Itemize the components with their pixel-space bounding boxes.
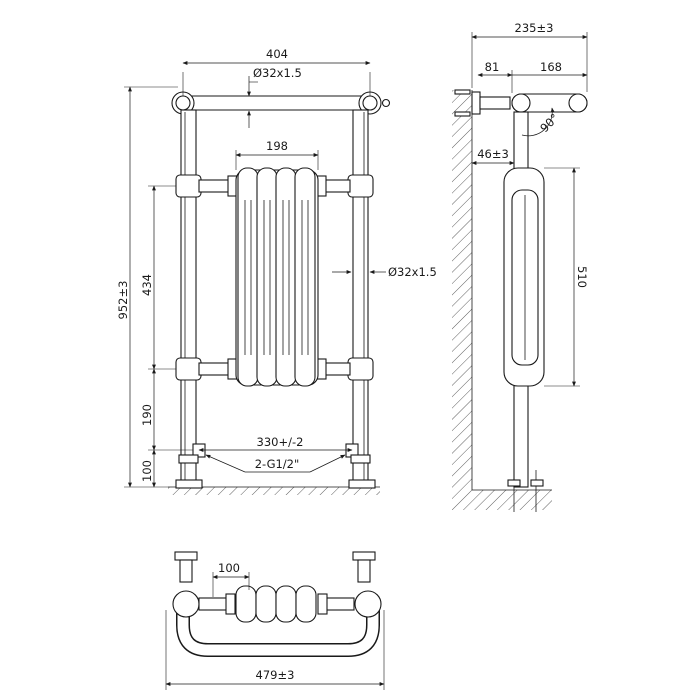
dim-overall-height: 952±3	[116, 281, 130, 320]
dim-valve-centres: 330+/-2	[257, 435, 304, 449]
dim-lower-rail-height: 190	[140, 404, 154, 426]
plan-left-flange	[174, 551, 198, 561]
dim-rail-projection: 168	[540, 60, 562, 74]
plan-radiator-columns	[235, 585, 317, 623]
upper-left-tee	[175, 174, 202, 198]
bracket-arm	[479, 96, 511, 110]
dim-bracket-depth: 81	[485, 60, 500, 74]
radiator-columns	[235, 167, 319, 387]
dim-connection: 2-G1/2"	[255, 457, 300, 471]
lower-left-tee	[175, 357, 202, 381]
front-view: 404 Ø32x1.5 198 Ø32x1.5 952±3 434 190 10…	[116, 47, 437, 495]
dim-radiator-height-side: 510	[575, 266, 589, 288]
front-floor	[168, 487, 380, 495]
dim-pipe-top: Ø32x1.5	[253, 66, 302, 80]
dim-section-height: 434	[140, 274, 154, 296]
lower-right-tee	[347, 357, 374, 381]
top-towel-rail	[181, 95, 377, 111]
dim-valve-height: 100	[140, 460, 154, 482]
side-view: 235±3 81 168 90° 46±3 510	[452, 21, 589, 512]
dim-plan-section: 100	[218, 561, 240, 575]
upper-right-tee	[347, 174, 374, 198]
right-leg	[352, 109, 369, 483]
wall	[452, 90, 472, 490]
wall-bracket-plate	[471, 91, 481, 115]
air-vent	[381, 98, 391, 108]
dim-plan-width: 479±3	[256, 668, 295, 682]
dim-radiator-width: 198	[266, 139, 288, 153]
dim-pipe-right: Ø32x1.5	[388, 265, 437, 279]
dim-angle: 90°	[537, 111, 561, 135]
dim-wall-offset: 46±3	[477, 147, 509, 161]
dim-depth-total: 235±3	[515, 21, 554, 35]
left-leg	[180, 109, 197, 483]
dim-width-top: 404	[266, 47, 288, 61]
plan-right-flange	[352, 551, 376, 561]
side-floor	[452, 490, 552, 510]
plan-view: 100 479±3	[165, 551, 385, 690]
